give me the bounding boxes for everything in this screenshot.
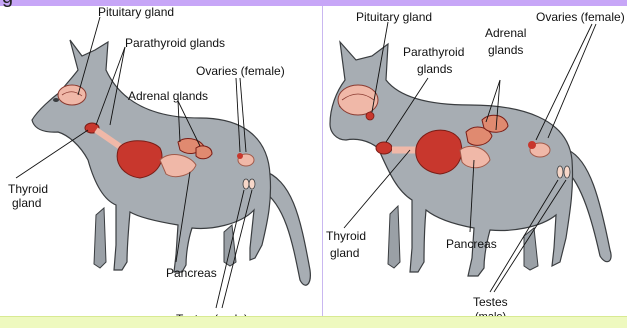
footer-band [0,316,627,328]
left-label-pituitary: Pituitary gland [98,5,174,19]
left-label-thyroid-2: gland [12,196,41,210]
right-label-testes-1: Testes [473,295,508,309]
right-label-pancreas: Pancreas [446,237,497,251]
right-label-adrenal-1: Adrenal [485,26,526,40]
right-label-ovaries: Ovaries (female) [536,10,625,24]
right-label-adrenal-2: glands [488,43,523,57]
right-cat [330,22,611,292]
right-label-thyroid-2: gland [330,246,359,260]
right-label-parathyroid-2: glands [417,62,452,76]
left-label-adrenal: Adrenal glands [128,89,208,103]
left-label-pancreas: Pancreas [166,266,217,280]
left-label-ovaries: Ovaries (female) [196,64,285,78]
left-label-thyroid-1: Thyroid [8,182,48,196]
left-cat [16,17,310,308]
panel-divider [322,6,323,316]
right-label-pituitary: Pituitary gland [356,10,432,24]
left-label-parathyroid: Parathyroid glands [125,36,225,50]
right-label-parathyroid-1: Parathyroid [403,45,464,59]
right-label-thyroid-1: Thyroid [326,229,366,243]
